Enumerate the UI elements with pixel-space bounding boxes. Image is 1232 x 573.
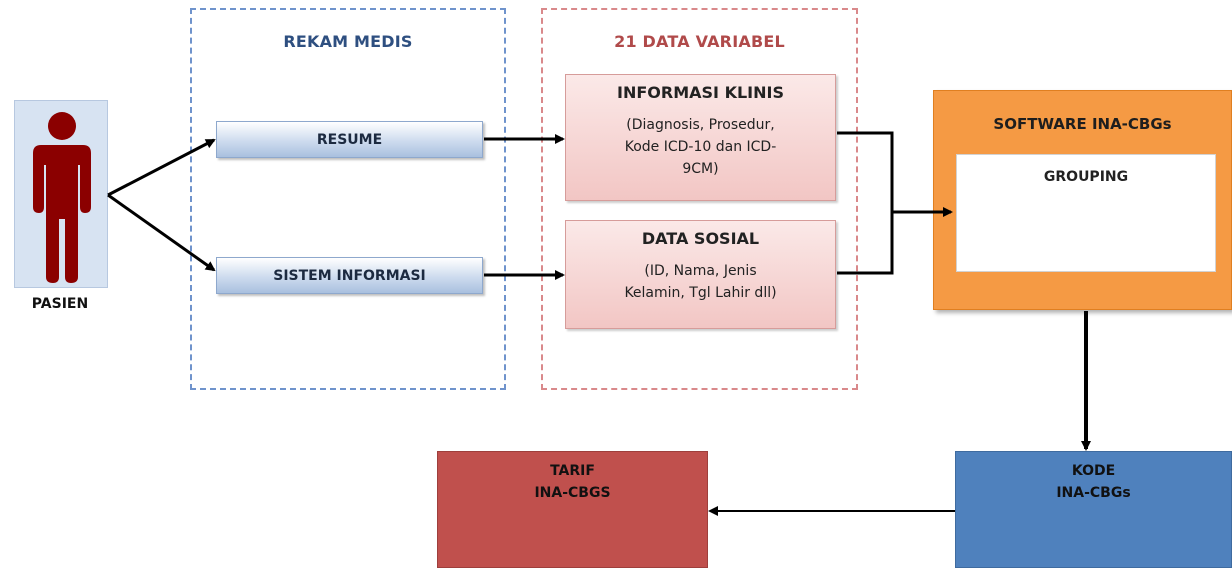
data-variabel-group: 21 DATA VARIABEL [541, 8, 858, 390]
data-sosial-box: DATA SOSIAL (ID, Nama, Jenis Kelamin, Tg… [565, 220, 836, 329]
kode-label-line: KODE [1071, 463, 1116, 479]
data-sosial-desc-line: Kelamin, Tgl Lahir dll) [624, 285, 777, 301]
grouping-box: GROUPING [956, 154, 1216, 272]
informasi-klinis-desc-line: (Diagnosis, Prosedur, [626, 117, 775, 133]
informasi-klinis-desc-line: Kode ICD-10 dan ICD- [624, 139, 777, 155]
kode-label: KODE INA-CBGs [956, 460, 1231, 504]
sistem-informasi-box: SISTEM INFORMASI [216, 257, 483, 294]
tarif-label-line: INA-CBGS [534, 485, 611, 501]
grouping-label: GROUPING [1043, 169, 1129, 185]
tarif-label: TARIF INA-CBGS [438, 460, 707, 504]
informasi-klinis-box: INFORMASI KLINIS (Diagnosis, Prosedur, K… [565, 74, 836, 201]
resume-box: RESUME [216, 121, 483, 158]
kode-ina-cbgs-box: KODE INA-CBGs [955, 451, 1232, 568]
informasi-klinis-title: INFORMASI KLINIS [617, 83, 784, 102]
informasi-klinis-desc-line: 9CM) [682, 161, 719, 177]
data-sosial-title: DATA SOSIAL [641, 229, 760, 248]
person-icon [33, 112, 91, 283]
kode-label-line: INA-CBGs [1056, 485, 1131, 501]
data-sosial-desc-line: (ID, Nama, Jenis [644, 263, 757, 279]
data-sosial-desc: (ID, Nama, Jenis Kelamin, Tgl Lahir dll) [578, 260, 823, 304]
software-title: SOFTWARE INA-CBGs [993, 115, 1172, 133]
arrow-patient-to-sistem-informasi [107, 193, 216, 272]
patient-label: PASIEN [31, 296, 89, 312]
resume-label: RESUME [316, 131, 383, 148]
bracket-to-software [837, 131, 894, 275]
arrow-patient-to-resume [107, 138, 216, 197]
data-variabel-title: 21 DATA VARIABEL [614, 32, 785, 51]
rekam-medis-title: REKAM MEDIS [283, 32, 413, 51]
tarif-label-line: TARIF [550, 463, 595, 479]
sistem-informasi-label: SISTEM INFORMASI [273, 267, 426, 284]
software-ina-cbgs-box: SOFTWARE INA-CBGs GROUPING [933, 90, 1232, 310]
tarif-ina-cbgs-box: TARIF INA-CBGS [437, 451, 708, 568]
rekam-medis-group: REKAM MEDIS [190, 8, 506, 390]
patient-node [14, 100, 108, 288]
informasi-klinis-desc: (Diagnosis, Prosedur, Kode ICD-10 dan IC… [578, 114, 823, 180]
